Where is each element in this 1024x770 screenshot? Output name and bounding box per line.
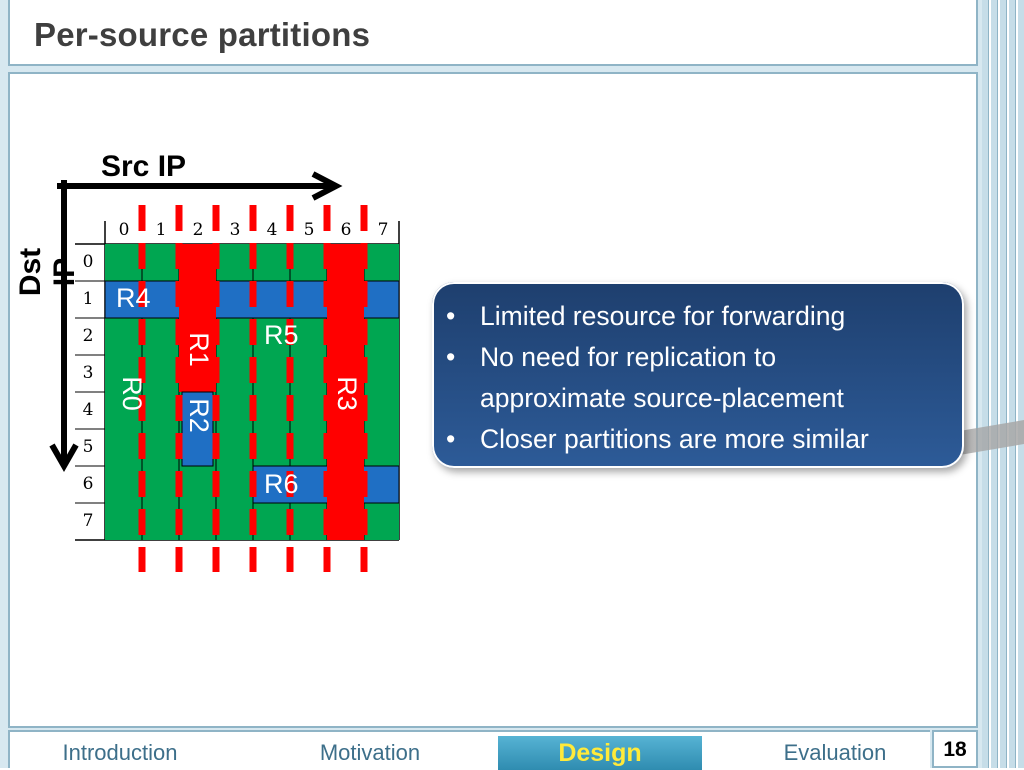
rule-label-r6: R6	[264, 469, 299, 499]
key-points-callout: •Limited resource for forwarding •No nee…	[432, 282, 964, 468]
x-tick: 2	[192, 220, 204, 240]
y-tick: 2	[82, 326, 94, 346]
rule-label-r3: R3	[331, 376, 362, 411]
rule-r2-region	[181, 391, 214, 467]
title-bar: Per-source partitions	[8, 0, 978, 66]
bullet-icon: •	[446, 342, 456, 372]
y-tick: 5	[82, 437, 94, 457]
y-axis-arrowhead	[49, 443, 79, 473]
key-point: •Closer partitions are more similar	[446, 419, 869, 460]
partition-dashed-lines	[138, 205, 368, 572]
section-nav-bar: Introduction Motivation Design Evaluatio…	[8, 730, 930, 770]
decorative-stripes	[982, 0, 1024, 768]
x-tick: 1	[155, 220, 167, 240]
key-point: •Limited resource for forwarding	[446, 296, 869, 337]
rule-label-r0: R0	[116, 376, 147, 411]
bullet-icon: •	[446, 301, 456, 331]
rule-label-r1: R1	[183, 332, 214, 367]
x-tick: 6	[340, 220, 352, 240]
key-point-continuation: approximate source-placement	[480, 383, 844, 413]
rule-r1-region	[179, 244, 216, 392]
x-tick: 0	[118, 220, 130, 240]
key-points-list: •Limited resource for forwarding •No nee…	[446, 296, 869, 460]
page-number: 18	[932, 730, 978, 768]
x-axis-label: Src IP	[101, 150, 187, 183]
y-tick: 3	[82, 363, 94, 383]
nav-motivation[interactable]: Motivation	[319, 740, 421, 765]
rule-label-r5: R5	[264, 320, 299, 350]
x-tick: 4	[266, 220, 278, 240]
rule-label-r2: R2	[183, 398, 214, 433]
y-tick: 6	[82, 474, 94, 494]
x-tick: 5	[303, 220, 315, 240]
y-tick: 0	[82, 252, 94, 272]
key-point: •No need for replication to	[446, 337, 869, 378]
slide-title: Per-source partitions	[34, 16, 371, 53]
x-tick: 3	[229, 220, 241, 240]
y-tick: 4	[82, 400, 94, 420]
rule-r3-region	[327, 244, 364, 540]
y-tick: 7	[82, 511, 94, 531]
x-axis-arrowhead	[311, 171, 343, 201]
nav-introduction[interactable]: Introduction	[62, 740, 178, 765]
y-tick: 1	[82, 289, 94, 309]
rule-label-r4: R4	[116, 283, 151, 313]
nav-evaluation[interactable]: Evaluation	[783, 740, 887, 765]
nav-design[interactable]: Design	[498, 736, 702, 770]
bullet-icon: •	[446, 424, 456, 454]
x-tick: 7	[377, 220, 389, 240]
